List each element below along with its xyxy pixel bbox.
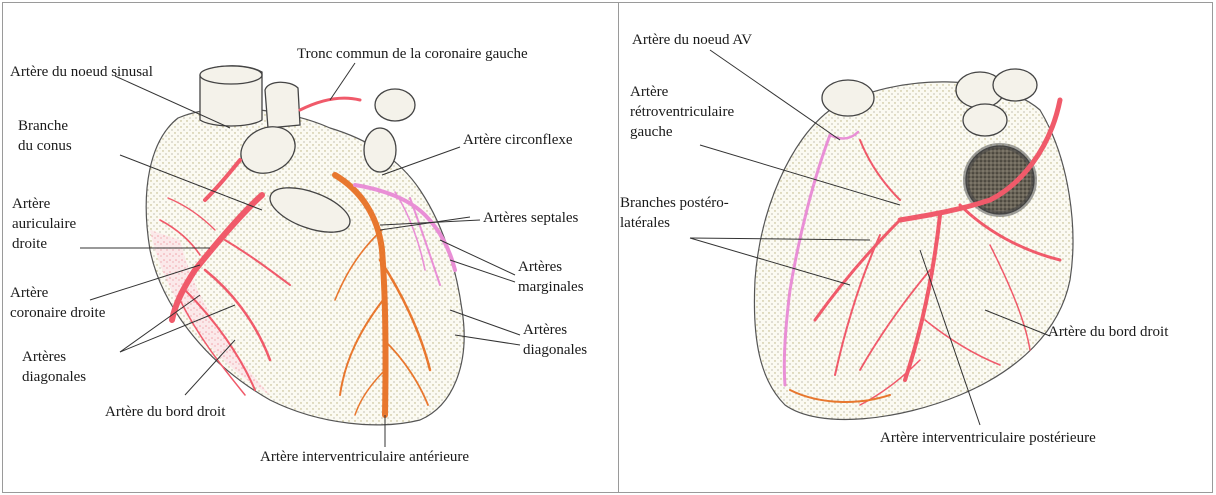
label-interventriculaire-anterieure: Artère interventriculaire antérieure xyxy=(260,447,469,467)
label-auriculaire-droite: Artère auriculaire droite xyxy=(12,194,76,254)
label-interventriculaire-posterieure: Artère interventriculaire postérieure xyxy=(880,428,1096,448)
label-bord-droit-right: Artère du bord droit xyxy=(1048,322,1168,342)
label-postero-laterales: Branches postéro- latérales xyxy=(620,193,729,233)
label-noeud-sinusal: Artère du noeud sinusal xyxy=(10,62,153,82)
posterior-heart xyxy=(754,69,1073,419)
anterior-heart xyxy=(146,66,464,425)
label-marginales: Artères marginales xyxy=(518,257,584,297)
label-circonflexe: Artère circonflexe xyxy=(463,130,573,150)
label-coronaire-droite: Artère coronaire droite xyxy=(10,283,105,323)
label-branche-conus: Branche du conus xyxy=(18,116,72,156)
posterior-heart-outline xyxy=(754,82,1073,420)
label-noeud-av: Artère du noeud AV xyxy=(632,30,752,50)
label-diagonales-droite: Artères diagonales xyxy=(22,347,86,387)
label-bord-droit-left: Artère du bord droit xyxy=(105,402,225,422)
label-tronc-commun: Tronc commun de la coronaire gauche xyxy=(297,44,528,64)
label-diagonales-gauche: Artères diagonales xyxy=(523,320,587,360)
label-septales: Artères septales xyxy=(483,208,578,228)
label-retroventriculaire: Artère rétroventriculaire gauche xyxy=(630,82,734,142)
